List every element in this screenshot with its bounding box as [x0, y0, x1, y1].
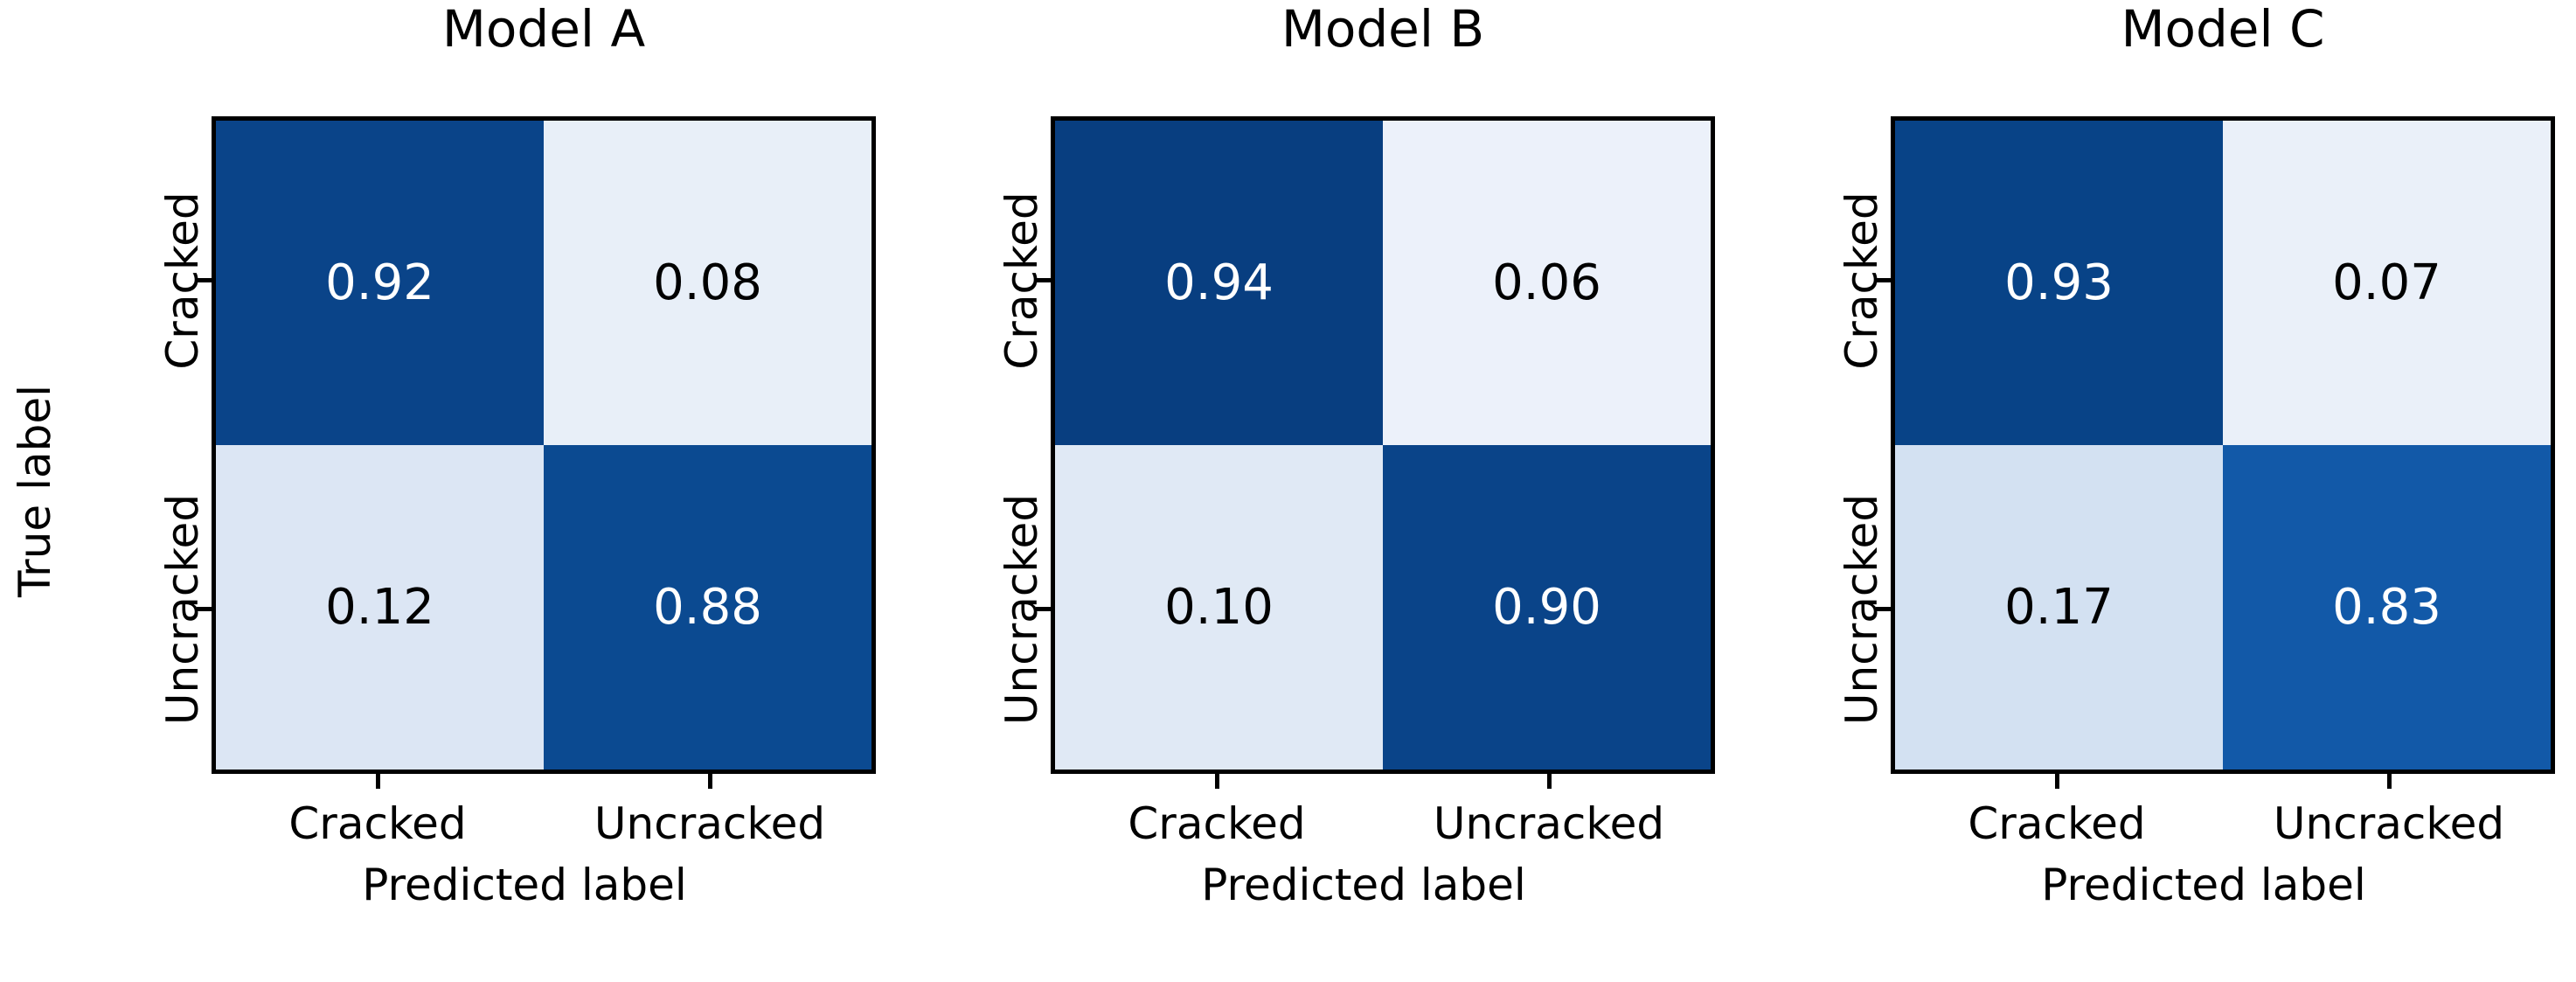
y-tick-mark-a-0 [197, 278, 212, 282]
y-tick-mark-b-0 [1036, 278, 1051, 282]
figure-y-axis-label-text: True label [10, 384, 60, 598]
x-axis-label-c: Predicted label [2041, 860, 2366, 910]
cell-b-0-0[interactable]: 0.94 [1055, 121, 1383, 445]
cell-a-1-0[interactable]: 0.12 [216, 445, 544, 770]
x-axis-label-a: Predicted label [362, 860, 687, 910]
x-tick-mark-b-0 [1215, 774, 1219, 789]
y-tick-mark-c-0 [1876, 278, 1891, 282]
panel-model-c: Model C Cracked Uncracked 0.93 0.07 0.17… [1819, 0, 2576, 982]
x-tick-mark-c-0 [2055, 774, 2059, 789]
panel-model-b: Model B Cracked Uncracked 0.94 0.06 0.10… [979, 0, 1748, 982]
cell-b-0-1[interactable]: 0.06 [1383, 121, 1711, 445]
x-axis-label-b: Predicted label [1201, 860, 1526, 910]
panel-title-model-b: Model B [1281, 0, 1485, 59]
cell-b-1-0[interactable]: 0.10 [1055, 445, 1383, 770]
x-tick-label-c-uncracked: Uncracked [2273, 798, 2505, 849]
x-tick-mark-b-1 [1547, 774, 1552, 789]
y-tick-mark-a-1 [197, 607, 212, 611]
y-tick-mark-b-1 [1036, 607, 1051, 611]
panel-title-model-a: Model A [441, 0, 646, 59]
cell-c-0-0[interactable]: 0.93 [1895, 121, 2223, 445]
x-tick-mark-c-1 [2387, 774, 2392, 789]
cell-a-0-1[interactable]: 0.08 [544, 121, 871, 445]
matrix-model-b: 0.94 0.06 0.10 0.90 [1051, 116, 1715, 774]
panel-title-model-c: Model C [2121, 0, 2325, 59]
cell-a-0-0[interactable]: 0.92 [216, 121, 544, 445]
matrix-model-c: 0.93 0.07 0.17 0.83 [1891, 116, 2555, 774]
cell-c-0-1[interactable]: 0.07 [2223, 121, 2551, 445]
cell-a-1-1[interactable]: 0.88 [544, 445, 871, 770]
cell-b-1-1[interactable]: 0.90 [1383, 445, 1711, 770]
y-tick-mark-c-1 [1876, 607, 1891, 611]
x-tick-label-c-cracked: Cracked [1968, 798, 2146, 849]
cell-c-1-1[interactable]: 0.83 [2223, 445, 2551, 770]
panel-model-a: Model A Cracked Uncracked 0.92 0.08 0.12… [140, 0, 909, 982]
cell-c-1-0[interactable]: 0.17 [1895, 445, 2223, 770]
x-tick-mark-a-0 [376, 774, 380, 789]
x-tick-label-b-cracked: Cracked [1128, 798, 1306, 849]
x-tick-label-a-cracked: Cracked [288, 798, 467, 849]
x-tick-mark-a-1 [708, 774, 712, 789]
matrix-model-a: 0.92 0.08 0.12 0.88 [212, 116, 876, 774]
x-tick-label-a-uncracked: Uncracked [594, 798, 826, 849]
x-tick-label-b-uncracked: Uncracked [1433, 798, 1665, 849]
